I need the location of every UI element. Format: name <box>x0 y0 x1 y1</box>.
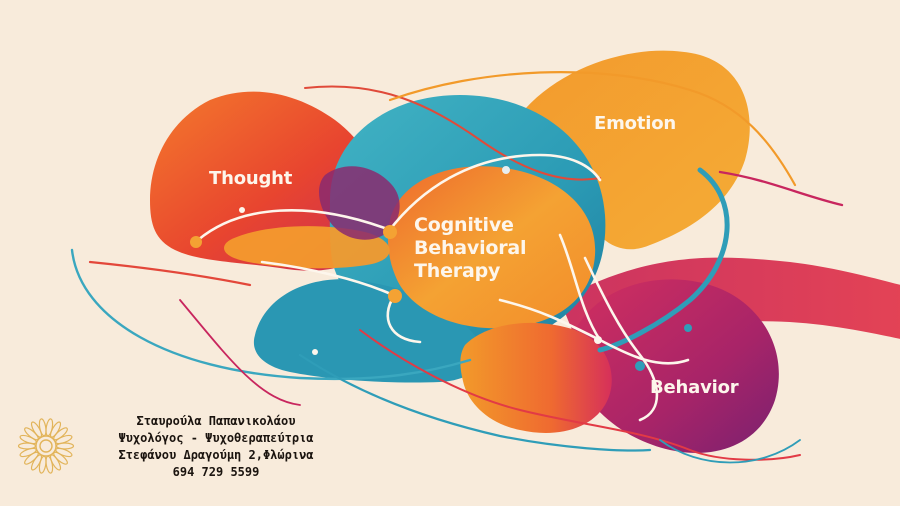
logo-petal <box>45 418 54 437</box>
logo-petal <box>38 418 47 437</box>
logo-petal <box>24 427 39 441</box>
sun-flower-icon <box>17 418 75 474</box>
logo-petal <box>38 455 47 474</box>
cbt-label-line-3: Therapy <box>414 260 501 282</box>
cbt-label-line-1: Cognitive <box>414 214 514 236</box>
logo-petal <box>55 447 73 458</box>
lower-orange-shape <box>460 322 612 433</box>
connector-nodes <box>190 166 692 371</box>
contact-phone: 694 729 5599 <box>172 465 260 479</box>
connector-center-right <box>583 256 659 422</box>
cbt-label-line-2: Behavioral <box>414 237 527 259</box>
node-behavior <box>635 361 645 371</box>
contact-name: Σταυρούλα Παπανικολάου <box>136 414 296 428</box>
behavior-shape <box>570 279 779 453</box>
node-behavior-top <box>684 324 692 332</box>
logo-petal <box>30 454 43 471</box>
purple-overlap-shape <box>318 166 400 240</box>
connector-left-down <box>386 294 422 344</box>
connector-cbt-down <box>558 233 602 342</box>
node-thought <box>190 236 202 248</box>
teal-line-right <box>597 167 730 353</box>
logo-petal <box>17 442 37 450</box>
node-emotion <box>502 166 510 174</box>
emotion-label: Emotion <box>594 113 676 134</box>
logo-petal <box>49 454 62 471</box>
connector-thought-lower <box>260 260 395 297</box>
logo-petal <box>30 421 43 438</box>
connector-emotion <box>386 153 602 234</box>
logo-petal <box>19 447 37 458</box>
thought-tongue-shape <box>224 226 390 269</box>
behavior-label: Behavior <box>650 377 739 398</box>
red-line-lower <box>359 329 801 461</box>
emotion-shape <box>513 50 750 250</box>
logo-petal <box>53 427 68 441</box>
contact-address: Στεφάνου Δραγούμη 2,Φλώρινα <box>118 448 314 462</box>
node-center-right <box>594 336 602 344</box>
magenta-line-lower <box>179 299 301 406</box>
red-line-top <box>304 85 601 181</box>
logo-petal <box>55 442 75 450</box>
connector-thought <box>196 209 392 242</box>
contact-block: Σταυρούλα Παπανικολάου Ψυχολόγος - Ψυχοθ… <box>92 413 340 481</box>
teal-line-left <box>70 248 472 381</box>
logo-petal <box>24 451 39 465</box>
contact-title: Ψυχολόγος - Ψυχοθεραπεύτρια <box>118 431 314 445</box>
logo-petal <box>53 451 68 465</box>
orange-line-top <box>388 71 797 187</box>
magenta-line-right <box>718 170 844 207</box>
node-top-left <box>239 207 245 213</box>
center-blob-shape <box>387 166 596 329</box>
teal-line-behavior <box>659 439 801 464</box>
thought-shape <box>150 91 385 271</box>
node-lower-left <box>312 349 318 355</box>
node-cbt-left <box>383 225 397 239</box>
logo-petal <box>45 455 54 474</box>
red-line-left <box>88 260 252 287</box>
thought-label: Thought <box>209 168 293 189</box>
logo-petal <box>19 434 37 445</box>
flow-lines <box>70 71 844 464</box>
logo-petal <box>55 434 73 445</box>
cbt-label: Cognitive Behavioral Therapy <box>414 214 527 283</box>
logo-petal <box>49 421 62 438</box>
node-cbt-lower <box>388 289 402 303</box>
teal-line-lower <box>298 353 652 452</box>
